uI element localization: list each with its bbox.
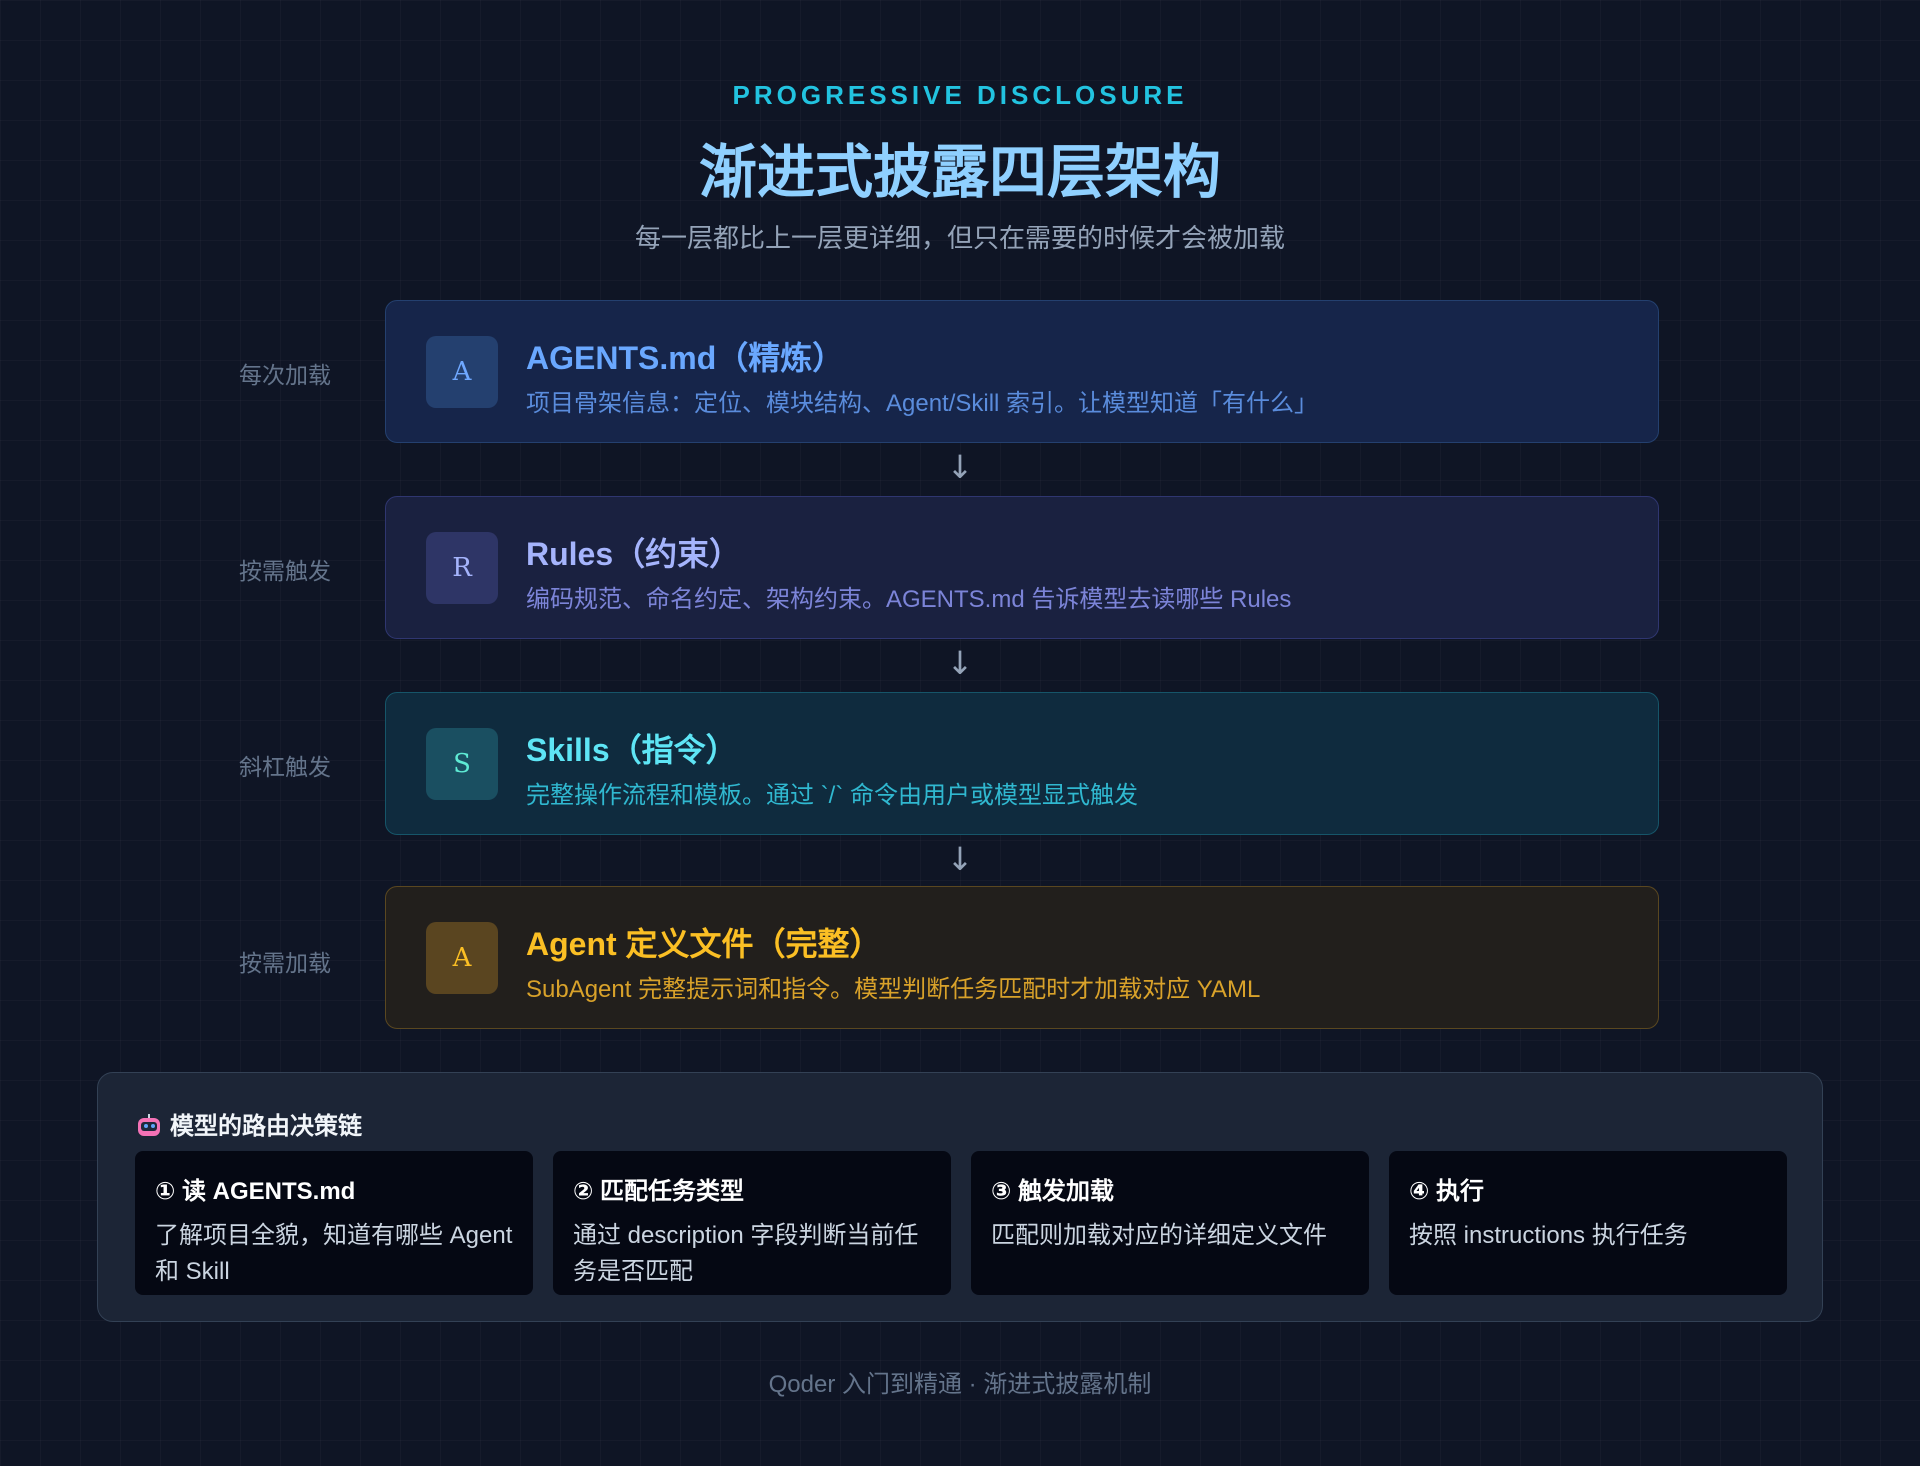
step-title: ③ 触发加载 — [991, 1178, 1114, 1205]
layer-4-side-label: 按需加载 — [239, 950, 331, 976]
routing-chain-panel: 模型的路由决策链 ① 读 AGENTS.md 了解项目全貌，知道有哪些 Agen… — [97, 1072, 1823, 1322]
routing-step-card: ① 读 AGENTS.md 了解项目全貌，知道有哪些 Agent 和 Skill — [135, 1151, 533, 1295]
layer-description: 编码规范、命名约定、架构约束。AGENTS.md 告诉模型去读哪些 Rules — [526, 586, 1292, 613]
layer-title: Rules（约束） — [526, 536, 742, 572]
layer-agent-definition: A Agent 定义文件（完整） SubAgent 完整提示词和指令。模型判断任… — [385, 886, 1659, 1029]
step-title: ② 匹配任务类型 — [573, 1178, 744, 1205]
layer-rules: R Rules（约束） 编码规范、命名约定、架构约束。AGENTS.md 告诉模… — [385, 496, 1659, 639]
layer-badge: S — [426, 728, 498, 800]
layer-agents-md: A AGENTS.md（精炼） 项目骨架信息：定位、模块结构、Agent/Ski… — [385, 300, 1659, 443]
layer-2-side-label: 按需触发 — [239, 558, 331, 584]
down-arrow-icon: ↓ — [946, 448, 974, 486]
layer-badge: R — [426, 532, 498, 604]
down-arrow-icon: ↓ — [946, 840, 974, 878]
page-title: 渐进式披露四层架构 — [698, 140, 1221, 205]
down-arrow-icon: ↓ — [946, 644, 974, 682]
layer-skills: S Skills（指令） 完整操作流程和模板。通过 `/` 命令由用户或模型显式… — [385, 692, 1659, 835]
routing-title-text: 模型的路由决策链 — [170, 1113, 362, 1140]
robot-icon — [136, 1114, 162, 1138]
footer-caption: Qoder 入门到精通 · 渐进式披露机制 — [768, 1371, 1152, 1398]
step-description: 了解项目全貌，知道有哪些 Agent 和 Skill — [155, 1222, 513, 1285]
routing-panel-title: 模型的路由决策链 — [136, 1106, 362, 1141]
routing-step-card: ③ 触发加载 匹配则加载对应的详细定义文件 — [971, 1151, 1369, 1295]
layer-title: AGENTS.md（精炼） — [526, 340, 845, 376]
step-title: ① 读 AGENTS.md — [155, 1178, 356, 1205]
layer-description: 完整操作流程和模板。通过 `/` 命令由用户或模型显式触发 — [526, 782, 1138, 809]
routing-step-card: ④ 执行 按照 instructions 执行任务 — [1389, 1151, 1787, 1295]
routing-step-card: ② 匹配任务类型 通过 description 字段判断当前任务是否匹配 — [553, 1151, 951, 1295]
layer-title: Skills（指令） — [526, 732, 738, 768]
step-description: 通过 description 字段判断当前任务是否匹配 — [573, 1222, 919, 1285]
page-subtitle: 每一层都比上一层更详细，但只在需要的时候才会被加载 — [634, 223, 1285, 253]
layer-3-side-label: 斜杠触发 — [239, 754, 331, 780]
layer-1-side-label: 每次加载 — [239, 362, 331, 388]
eyebrow-label: PROGRESSIVE DISCLOSURE — [732, 80, 1188, 110]
layer-badge: A — [426, 336, 498, 408]
step-description: 按照 instructions 执行任务 — [1409, 1222, 1688, 1249]
layer-title: Agent 定义文件（完整） — [526, 926, 882, 962]
step-description: 匹配则加载对应的详细定义文件 — [991, 1222, 1327, 1249]
step-title: ④ 执行 — [1409, 1178, 1484, 1205]
layer-description: 项目骨架信息：定位、模块结构、Agent/Skill 索引。让模型知道「有什么」 — [526, 390, 1319, 417]
layer-badge: A — [426, 922, 498, 994]
layer-description: SubAgent 完整提示词和指令。模型判断任务匹配时才加载对应 YAML — [526, 976, 1261, 1003]
